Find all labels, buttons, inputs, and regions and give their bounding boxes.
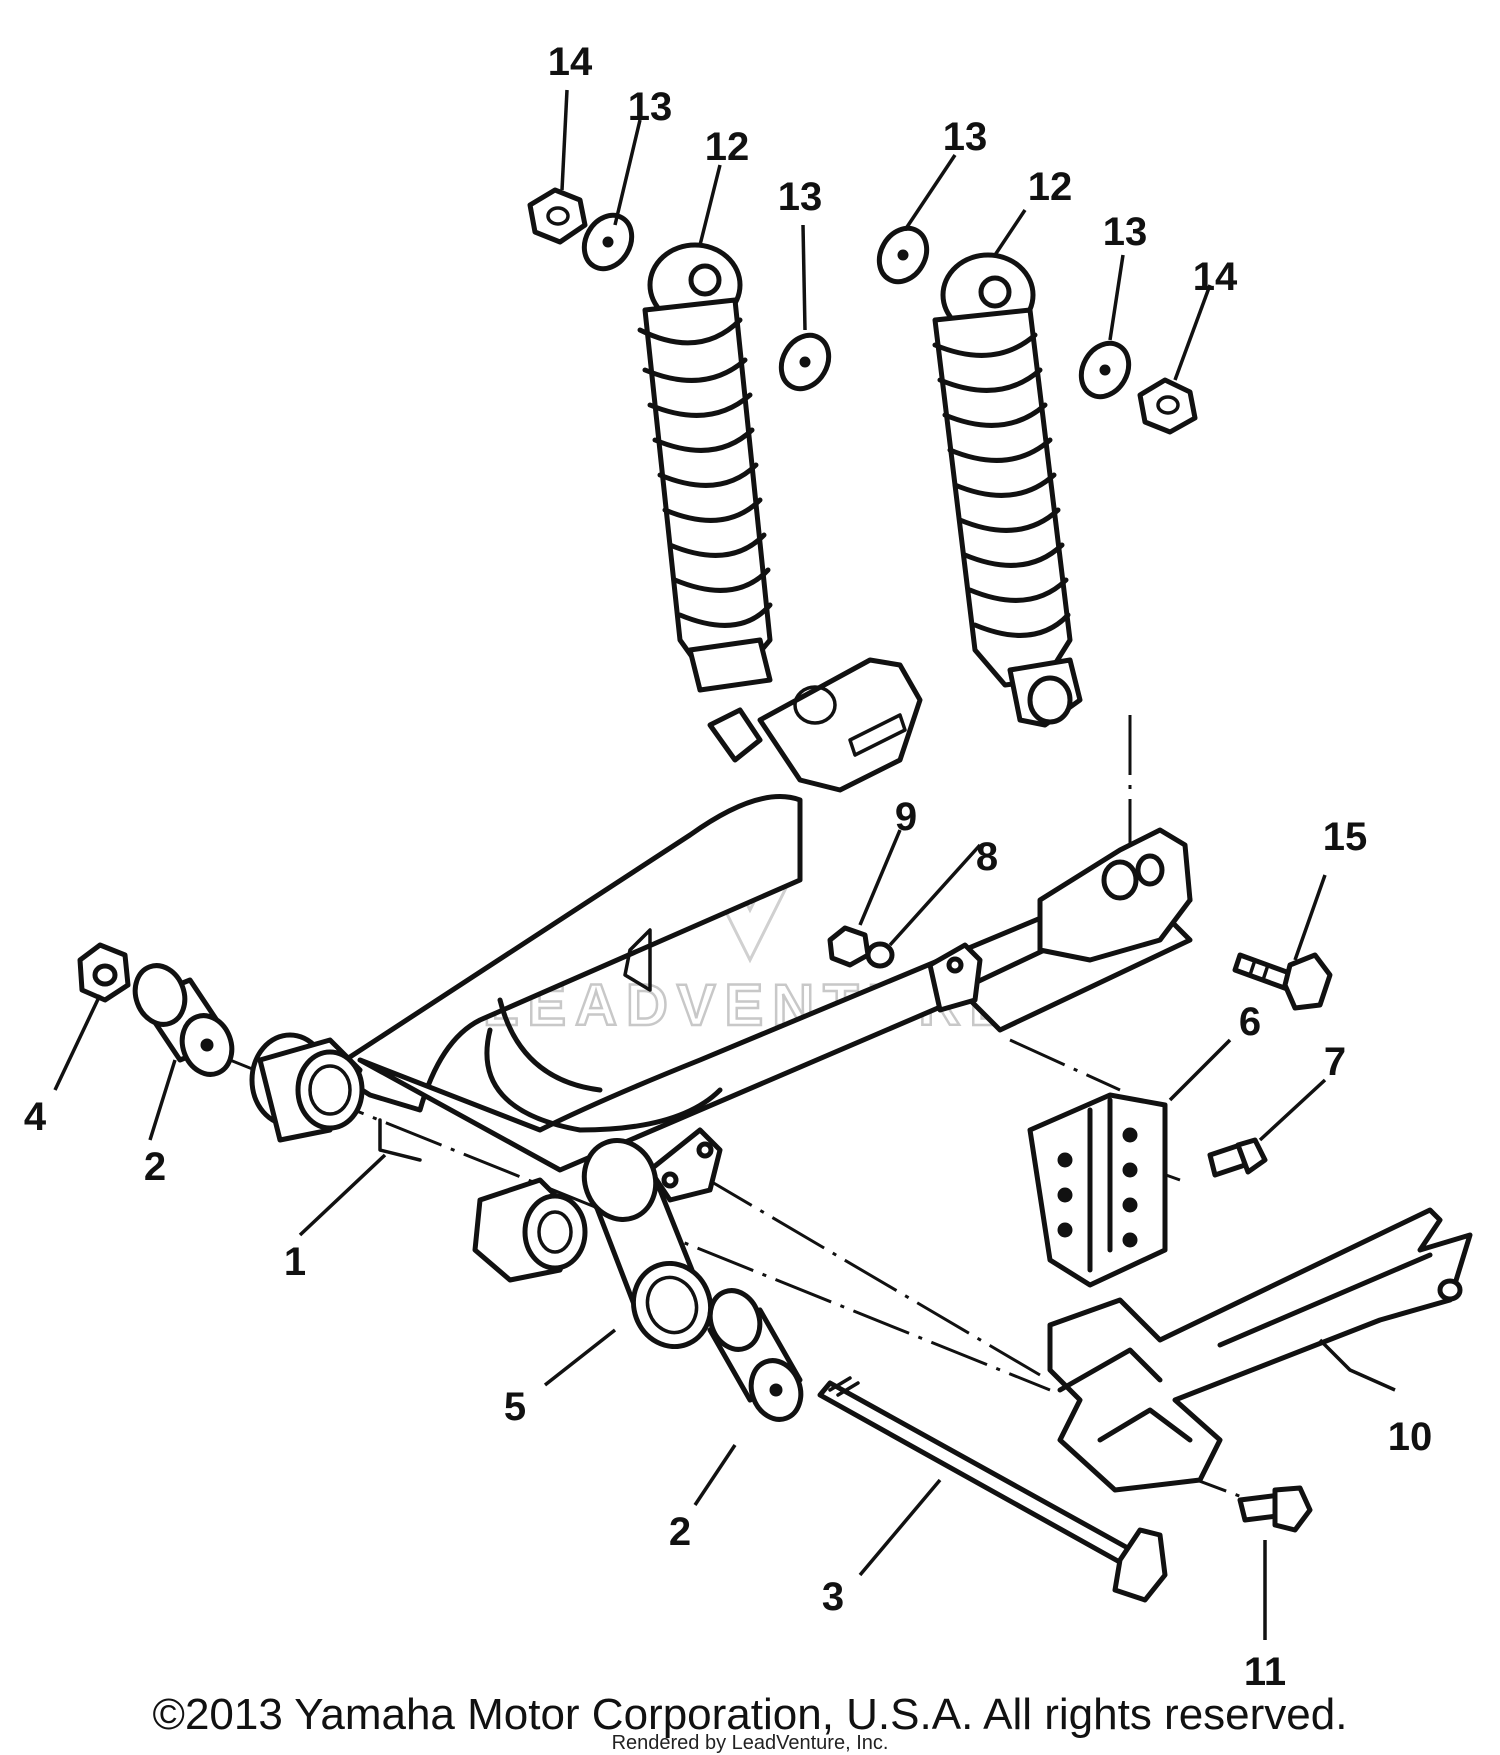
callout-14b: 14 <box>1193 255 1238 299</box>
callout-2b: 2 <box>669 1510 691 1554</box>
right-shock-mount <box>1037 827 1193 963</box>
nut-14-right <box>1137 377 1198 435</box>
bolt-7 <box>1207 1137 1268 1178</box>
nut-14-left <box>527 187 588 245</box>
callout-12a: 12 <box>705 125 750 169</box>
chain-guide-6 <box>1027 1092 1168 1288</box>
washer-13-c <box>876 225 930 285</box>
collar-2-left <box>132 963 235 1077</box>
callout-11: 11 <box>1244 1650 1286 1694</box>
brake-arm-10 <box>1047 1207 1473 1493</box>
callout-5: 5 <box>504 1385 526 1429</box>
callout-2a: 2 <box>144 1145 166 1189</box>
nut-9 <box>827 925 871 968</box>
copyright-notice: ©2013 Yamaha Motor Corporation, U.S.A. A… <box>152 1690 1348 1739</box>
nut-4 <box>77 942 131 1003</box>
shock-absorber-left <box>637 242 773 693</box>
left-shock-mount <box>623 657 923 992</box>
bolt-15 <box>1232 952 1333 1011</box>
washer-13-d <box>1078 340 1132 400</box>
callout-6: 6 <box>1239 1000 1261 1044</box>
callout-13c: 13 <box>943 115 988 159</box>
callout-15: 15 <box>1323 815 1368 859</box>
collar-2-right <box>707 1288 804 1422</box>
callout-13b: 13 <box>778 175 823 219</box>
callout-4: 4 <box>24 1095 47 1139</box>
callout-3: 3 <box>822 1575 844 1619</box>
washer-13-a <box>581 212 635 272</box>
callout-12b: 12 <box>1028 165 1073 209</box>
callout-13a: 13 <box>628 85 673 129</box>
washer-13-b <box>778 332 832 392</box>
bolt-11 <box>1237 1485 1313 1533</box>
pivot-shaft-3 <box>817 1376 1168 1603</box>
callout-14a: 14 <box>548 40 593 84</box>
chain-guide-bracket <box>927 942 983 1013</box>
shock-absorber-right <box>932 252 1083 728</box>
callout-8: 8 <box>976 835 998 879</box>
washer-8 <box>865 941 895 969</box>
rendered-by-notice: Rendered by LeadVenture, Inc. <box>611 1732 889 1754</box>
callout-1: 1 <box>284 1240 306 1284</box>
callout-10: 10 <box>1388 1415 1433 1459</box>
callout-labels: 1 2 2 3 4 5 6 7 8 9 10 11 12 12 13 13 13… <box>24 40 1432 1694</box>
callout-13d: 13 <box>1103 210 1148 254</box>
callout-7: 7 <box>1324 1040 1346 1084</box>
callout-9: 9 <box>895 795 917 839</box>
bushing-5 <box>581 1138 713 1350</box>
leader-lines <box>53 89 1396 1640</box>
